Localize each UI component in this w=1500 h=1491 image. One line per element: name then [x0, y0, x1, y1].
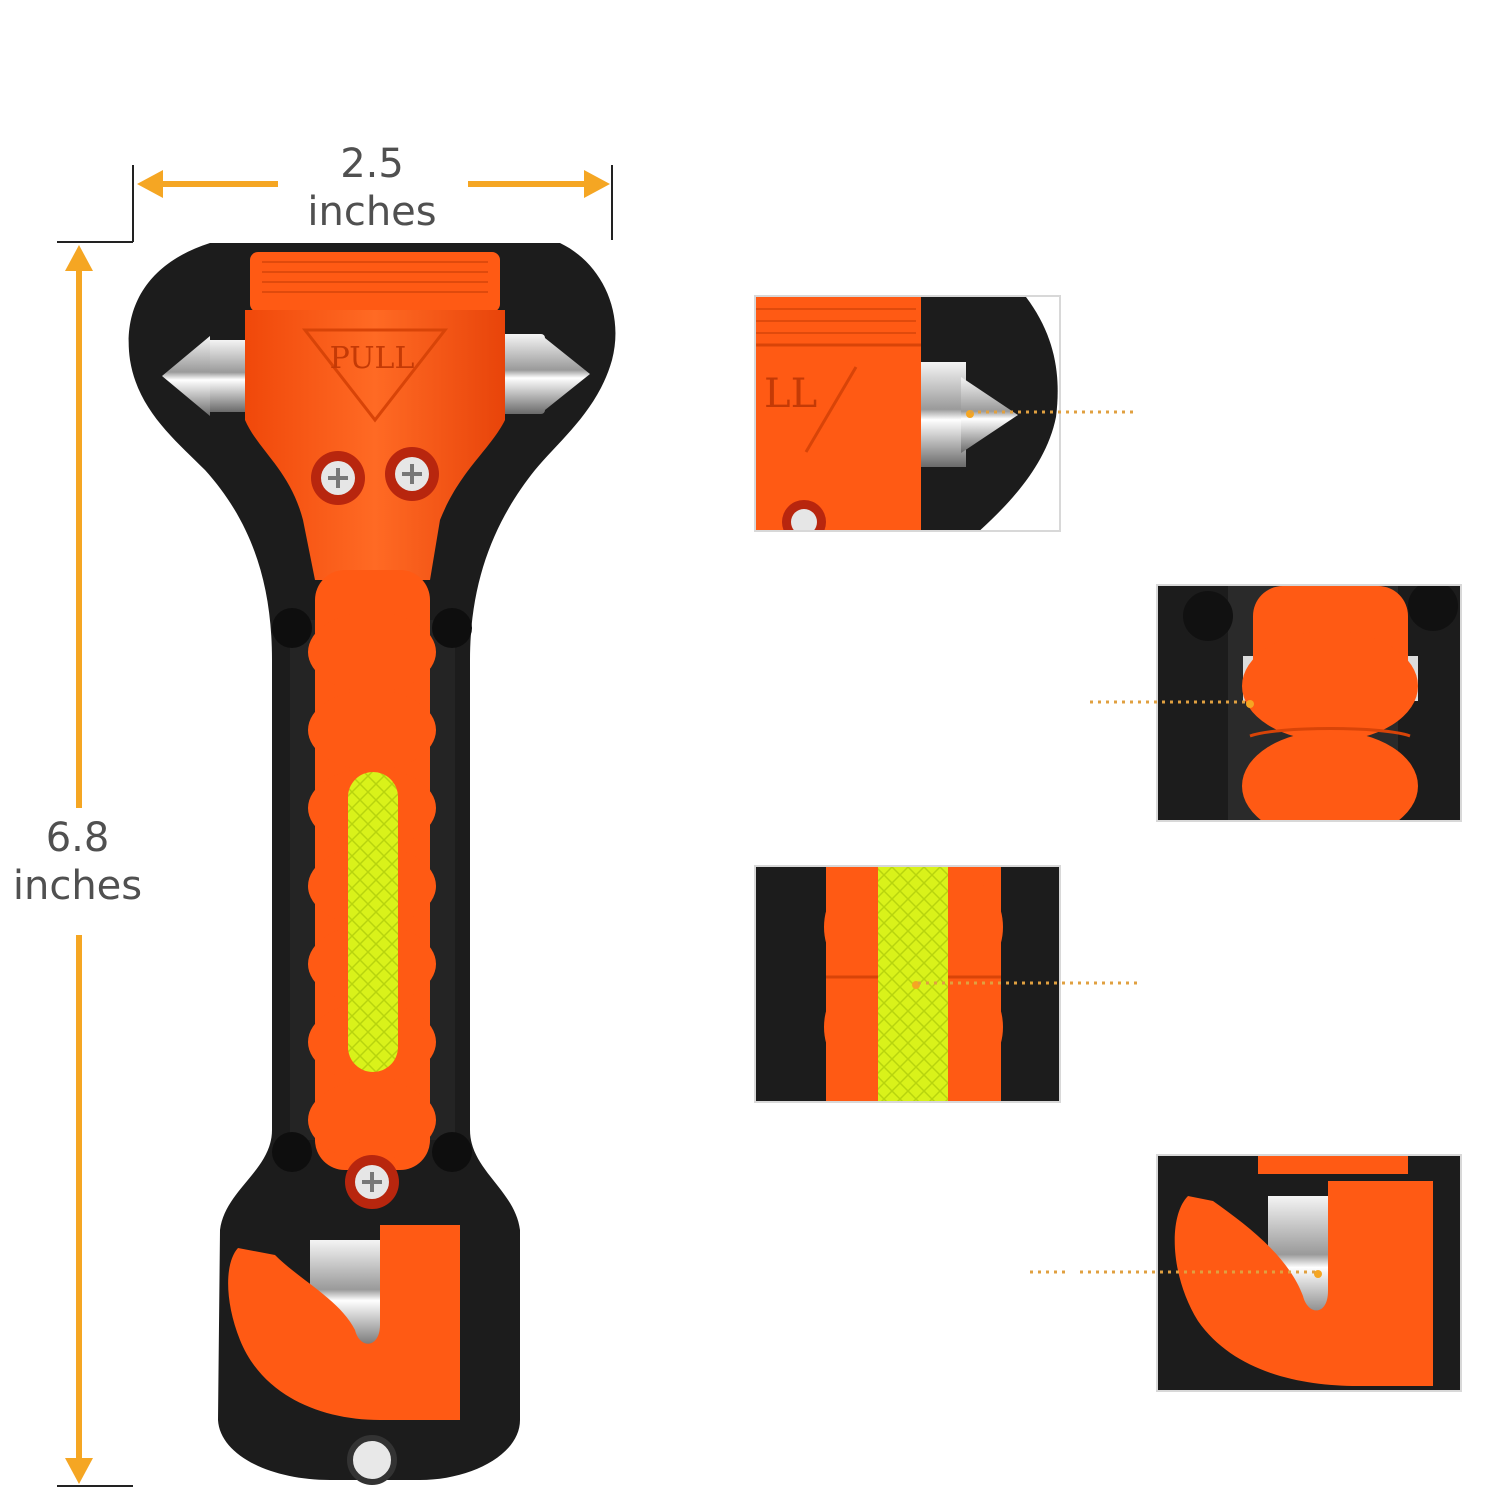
- height-arrow-top-head: [65, 245, 93, 271]
- orange-handle-head: [245, 310, 505, 580]
- svg-text:LL: LL: [764, 371, 817, 417]
- side-pegs: [272, 608, 472, 1172]
- height-dimension-label: 6.8 inches: [0, 814, 155, 910]
- width-arrow-left-shaft: [160, 181, 278, 187]
- width-value: 2.5: [340, 141, 404, 187]
- height-arrow-top-shaft: [76, 268, 82, 808]
- width-arrow-right-head: [584, 170, 610, 198]
- right-steel-spike: [500, 334, 590, 414]
- bottom-screw: [345, 1155, 399, 1209]
- width-arrow-right-shaft: [468, 181, 586, 187]
- spike-closeup-inset: LL: [754, 295, 1061, 532]
- height-arrow-bottom-head: [65, 1458, 93, 1484]
- width-arrow-left-head: [137, 170, 163, 198]
- pull-label: PULL: [330, 341, 415, 376]
- cutter-closeup-inset: [1156, 1154, 1462, 1392]
- height-value: 6.8: [45, 815, 110, 861]
- height-arrow-bottom-shaft: [76, 935, 82, 1463]
- seatbelt-cutter: [228, 1225, 460, 1420]
- width-dimension-label: 2.5 inches: [262, 140, 482, 236]
- grip-closeup-inset: [1156, 584, 1462, 822]
- height-unit: inches: [12, 863, 143, 909]
- top-screws: [311, 447, 439, 505]
- lanyard-hole: [347, 1435, 397, 1485]
- left-steel-spike: [162, 336, 250, 416]
- width-unit: inches: [307, 189, 437, 235]
- reflective-strip: [348, 772, 398, 1072]
